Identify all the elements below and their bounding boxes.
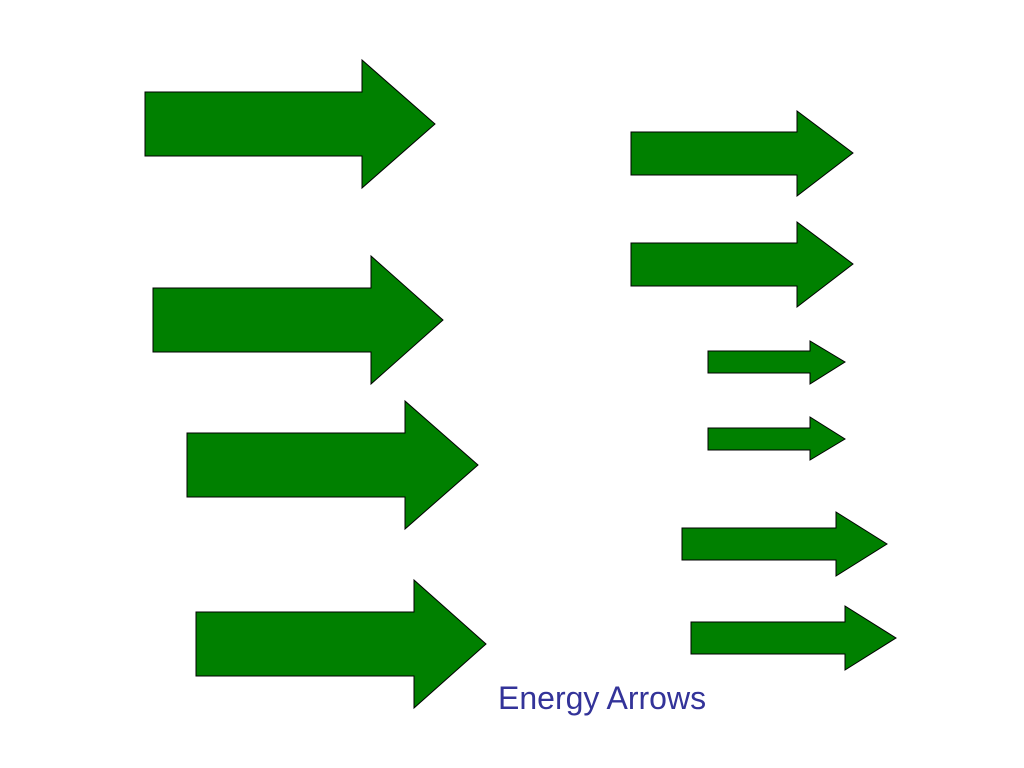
- right-arrow-icon: [144, 58, 436, 190]
- right-arrow-icon: [690, 605, 897, 671]
- right-arrow-icon: [707, 416, 846, 461]
- right-arrow-icon: [186, 399, 479, 531]
- slide-caption: Energy Arrows: [498, 680, 707, 716]
- right-arrow-icon: [681, 511, 888, 577]
- right-arrow-icon: [707, 340, 846, 385]
- right-arrow-icon: [152, 254, 444, 386]
- right-arrow-icon: [630, 110, 854, 198]
- right-arrow-icon: [195, 578, 487, 710]
- right-arrow-icon: [630, 221, 854, 309]
